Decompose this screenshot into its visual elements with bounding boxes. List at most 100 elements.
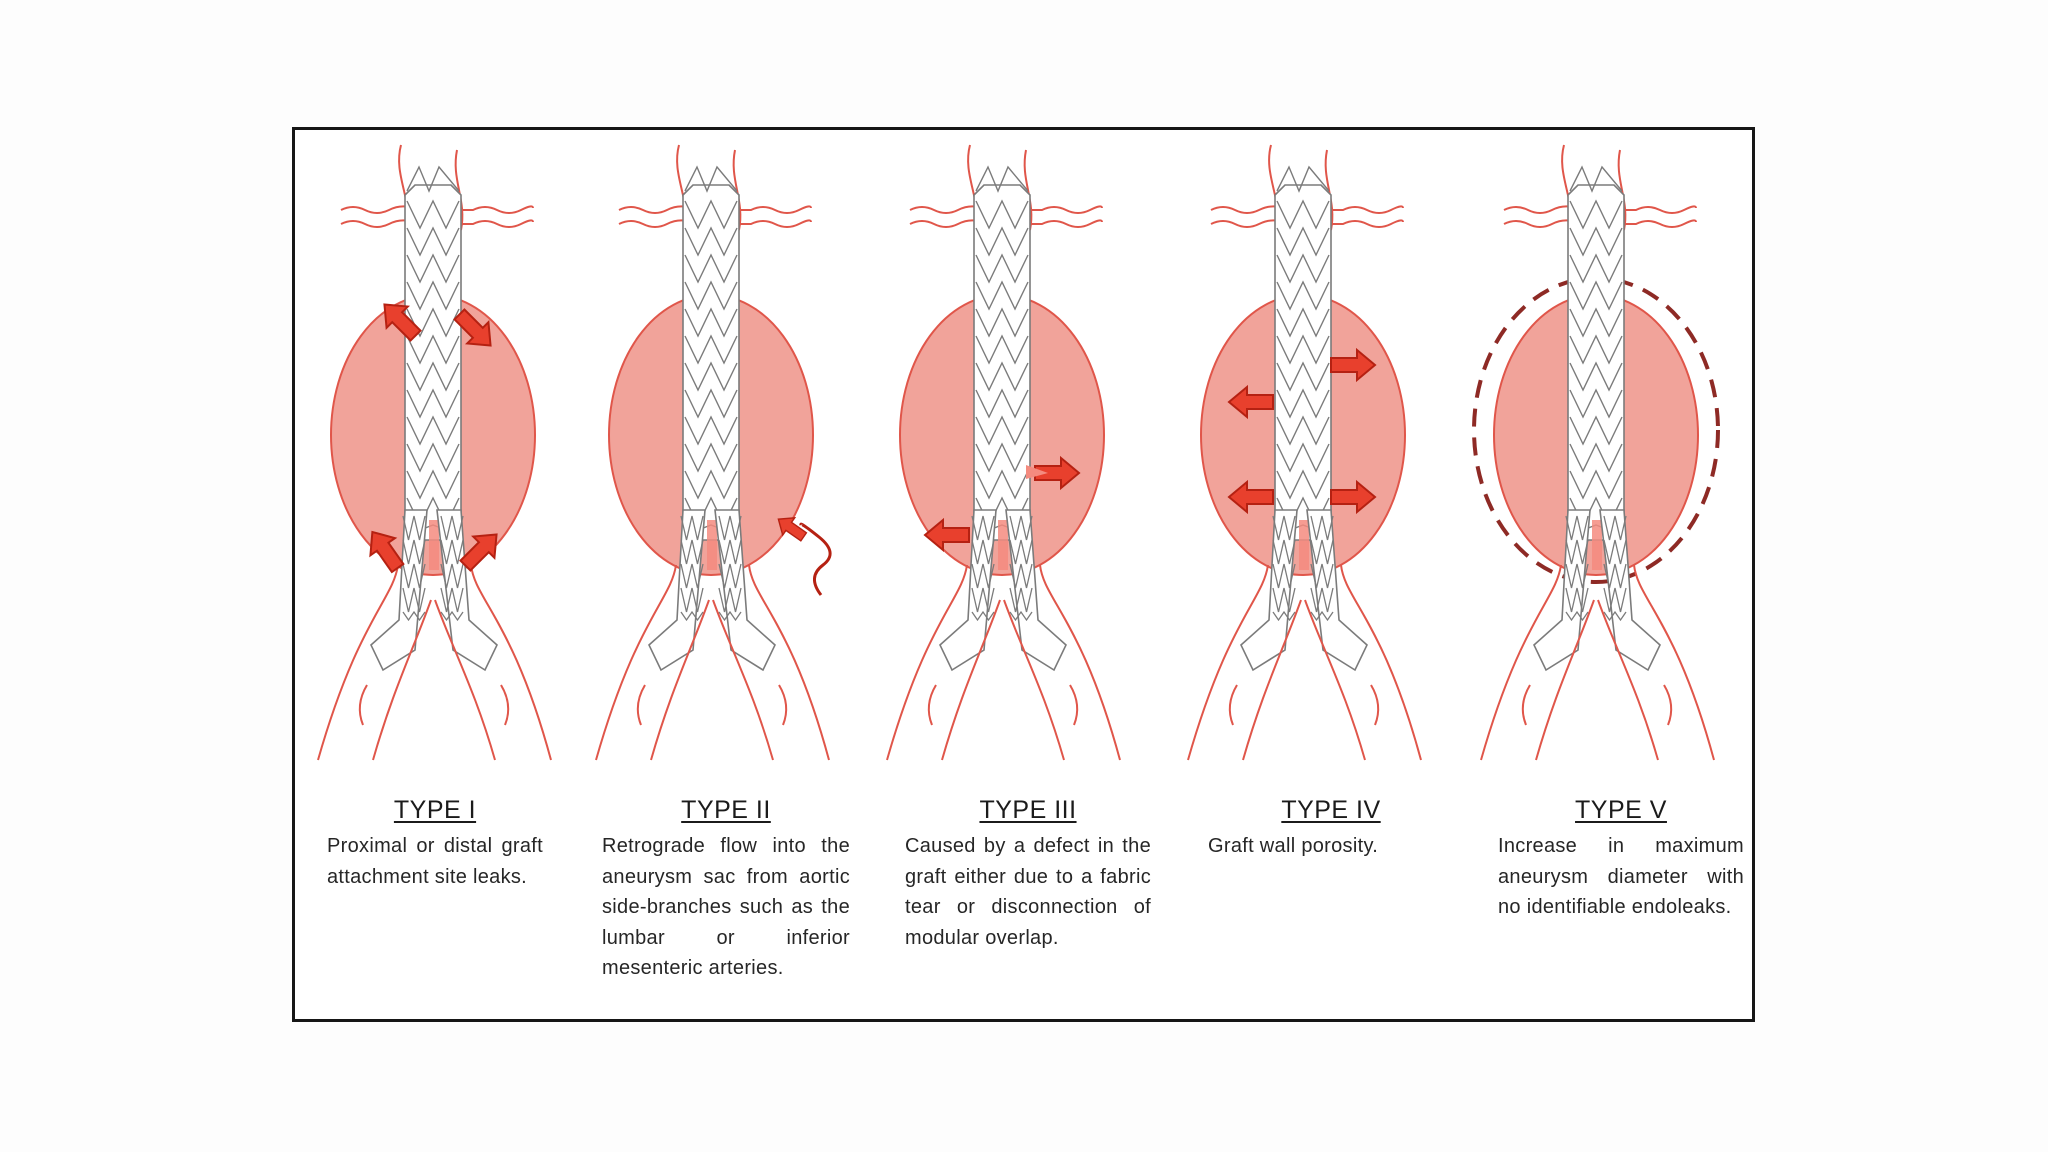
retrograde-flow-path bbox=[799, 522, 832, 596]
renal-artery-left bbox=[1503, 219, 1580, 228]
caption-title-type-2: TYPE II bbox=[681, 796, 771, 824]
iliac-limb-left bbox=[1533, 509, 1591, 672]
caption-type-3: TYPE III Caused by a defect in the graft… bbox=[905, 796, 1151, 953]
stent-zigzag bbox=[684, 199, 738, 531]
renal-artery-right bbox=[1030, 219, 1103, 228]
panel-5 bbox=[1472, 144, 1720, 761]
renal-artery-right bbox=[1331, 219, 1404, 228]
iliac-limb-right bbox=[1005, 509, 1067, 672]
limb-zigzag-right bbox=[1009, 515, 1033, 622]
porosity-arrow-lower-right bbox=[1330, 479, 1377, 515]
flow-channel bbox=[1592, 520, 1602, 570]
panel-2 bbox=[595, 144, 830, 761]
iliac-artery-left-inner bbox=[941, 599, 1001, 761]
renal-artery-left bbox=[1210, 219, 1287, 228]
limb-zigzag-left bbox=[1565, 515, 1589, 622]
caption-title-type-5: TYPE V bbox=[1575, 796, 1667, 824]
renal-artery-left bbox=[909, 219, 986, 228]
leak-arrow-proximal-left bbox=[383, 303, 422, 342]
iliac-artery-left-inner bbox=[650, 599, 710, 761]
iliac-artery-right-inner bbox=[1597, 599, 1659, 761]
panel-3 bbox=[886, 144, 1121, 761]
stent-zigzag bbox=[1276, 199, 1330, 531]
stent-zigzag bbox=[1569, 199, 1623, 531]
caption-text-type-2: Retrograde flow into the aneurysm sac fr… bbox=[602, 835, 850, 979]
iliac-artery-left-outer bbox=[1480, 564, 1562, 761]
caption-title-type-1: TYPE I bbox=[393, 796, 477, 824]
caption-type-5: TYPE V Increase in maximum aneurysm diam… bbox=[1498, 796, 1744, 923]
porosity-arrow-lower-left-shape bbox=[1227, 479, 1274, 515]
renal-artery-right bbox=[461, 219, 534, 228]
internal-iliac-left bbox=[1521, 684, 1531, 726]
porosity-arrow-upper-left bbox=[1227, 384, 1274, 420]
internal-iliac-right bbox=[500, 684, 510, 726]
internal-iliac-left bbox=[358, 684, 368, 726]
iliac-artery-left-inner bbox=[372, 599, 432, 761]
leak-arrow-proximal-right-shape bbox=[453, 308, 492, 347]
caption-text-type-3: Caused by a defect in the graft either d… bbox=[905, 835, 1151, 949]
limb-zigzag-right bbox=[1603, 515, 1627, 622]
renal-artery-left bbox=[340, 205, 417, 214]
leak-arrow-defect-left-shape bbox=[923, 517, 970, 553]
leak-arrow-distal-left-shape bbox=[369, 530, 405, 574]
panel-4 bbox=[1187, 144, 1422, 761]
stent-bare-crown bbox=[975, 165, 1029, 193]
caption-text-type-5: Increase in maximum aneurysm diameter wi… bbox=[1498, 835, 1744, 918]
flow-channel bbox=[998, 520, 1008, 570]
iliac-artery-right-outer bbox=[748, 564, 830, 761]
leak-arrow-proximal-right bbox=[453, 308, 492, 347]
iliac-limb-left bbox=[1240, 509, 1298, 672]
iliac-limb-right bbox=[436, 509, 498, 672]
renal-artery-right bbox=[739, 219, 812, 228]
porosity-arrow-lower-right-shape bbox=[1330, 479, 1377, 515]
renal-artery-right bbox=[1030, 205, 1103, 214]
iliac-limb-left bbox=[648, 509, 706, 672]
porosity-arrow-upper-right bbox=[1330, 347, 1377, 383]
stent-bare-crown bbox=[406, 165, 460, 193]
iliac-artery-left-outer bbox=[595, 564, 677, 761]
iliac-limb-right bbox=[714, 509, 776, 672]
caption-title-type-3: TYPE III bbox=[979, 796, 1077, 824]
caption-type-4: TYPE IV Graft wall porosity. bbox=[1208, 796, 1454, 862]
fabric-tear-defect bbox=[1026, 465, 1048, 479]
renal-artery-left bbox=[618, 205, 695, 214]
iliac-artery-right-outer bbox=[1340, 564, 1422, 761]
iliac-artery-left-outer bbox=[886, 564, 968, 761]
stent-bare-crown bbox=[684, 165, 738, 193]
leak-arrow-proximal-left-shape bbox=[383, 303, 422, 342]
iliac-limb-left bbox=[939, 509, 997, 672]
figure-frame: TYPE I Proximal or distal graft attachme… bbox=[292, 127, 1755, 1022]
iliac-artery-left-outer bbox=[1187, 564, 1269, 761]
renal-artery-left bbox=[340, 219, 417, 228]
iliac-artery-right-outer bbox=[1633, 564, 1715, 761]
renal-artery-right bbox=[739, 205, 812, 214]
limb-zigzag-right bbox=[718, 515, 742, 622]
stent-bare-crown bbox=[1569, 165, 1623, 193]
internal-iliac-right bbox=[778, 684, 788, 726]
endoleak-diagram bbox=[317, 144, 1720, 761]
internal-iliac-left bbox=[1228, 684, 1238, 726]
iliac-limb-right bbox=[1599, 509, 1661, 672]
limb-zigzag-left bbox=[1272, 515, 1296, 622]
renal-artery-right bbox=[461, 205, 534, 214]
panel-1 bbox=[317, 144, 552, 761]
limb-zigzag-left bbox=[680, 515, 704, 622]
renal-artery-right bbox=[1331, 205, 1404, 214]
caption-text-type-1: Proximal or distal graft attachment site… bbox=[327, 835, 543, 888]
stent-zigzag bbox=[406, 199, 460, 531]
iliac-artery-right-outer bbox=[1039, 564, 1121, 761]
renal-artery-left bbox=[618, 219, 695, 228]
internal-iliac-right bbox=[1663, 684, 1673, 726]
caption-title-type-4: TYPE IV bbox=[1281, 796, 1381, 824]
stent-zigzag bbox=[975, 199, 1029, 531]
caption-text-type-4: Graft wall porosity. bbox=[1208, 835, 1379, 857]
retrograde-flow-arrowhead bbox=[777, 516, 808, 542]
porosity-arrow-upper-right-shape bbox=[1330, 347, 1377, 383]
internal-iliac-left bbox=[636, 684, 646, 726]
iliac-artery-right-inner bbox=[1003, 599, 1065, 761]
leak-arrow-defect-right bbox=[1034, 455, 1081, 491]
leak-arrow-distal-right bbox=[459, 533, 498, 572]
leak-arrow-defect-left bbox=[923, 517, 970, 553]
internal-iliac-right bbox=[1370, 684, 1380, 726]
flow-channel bbox=[1299, 520, 1309, 570]
